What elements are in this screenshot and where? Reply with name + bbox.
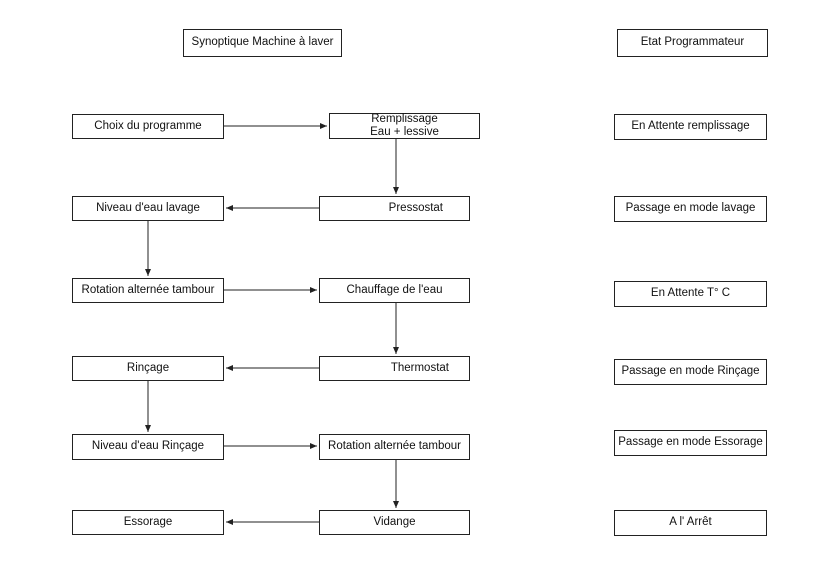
state-header: Etat Programmateur — [640, 36, 745, 49]
state-mode-rincage: Passage en mode Rinçage — [614, 359, 767, 385]
node-rotation-tambour-2: Rotation alternée tambour — [319, 434, 470, 460]
node-niveau-eau-lavage: Niveau d'eau lavage — [72, 196, 224, 221]
state-arret: A l' Arrêt — [614, 510, 767, 536]
node-choix-programme: Choix du programme — [72, 114, 224, 139]
state-attente-temperature: En Attente T° C — [614, 281, 767, 307]
node-pressostat: Pressostat — [319, 196, 470, 221]
node-thermostat: Thermostat — [319, 356, 470, 381]
diagram-title-box: Synoptique Machine à laver — [183, 29, 342, 57]
node-niveau-eau-rincage: Niveau d'eau Rinçage — [72, 434, 224, 460]
node-essorage: Essorage — [72, 510, 224, 535]
diagram-title: Synoptique Machine à laver — [191, 36, 334, 49]
node-remplissage: Remplissage Eau + lessive — [329, 113, 480, 139]
state-mode-lavage: Passage en mode lavage — [614, 196, 767, 222]
node-rincage: Rinçage — [72, 356, 224, 381]
node-rotation-tambour-1: Rotation alternée tambour — [72, 278, 224, 303]
state-attente-remplissage: En Attente remplissage — [614, 114, 767, 140]
state-header-box: Etat Programmateur — [617, 29, 768, 57]
state-mode-essorage: Passage en mode Essorage — [614, 430, 767, 456]
node-vidange: Vidange — [319, 510, 470, 535]
node-chauffage: Chauffage de l'eau — [319, 278, 470, 303]
